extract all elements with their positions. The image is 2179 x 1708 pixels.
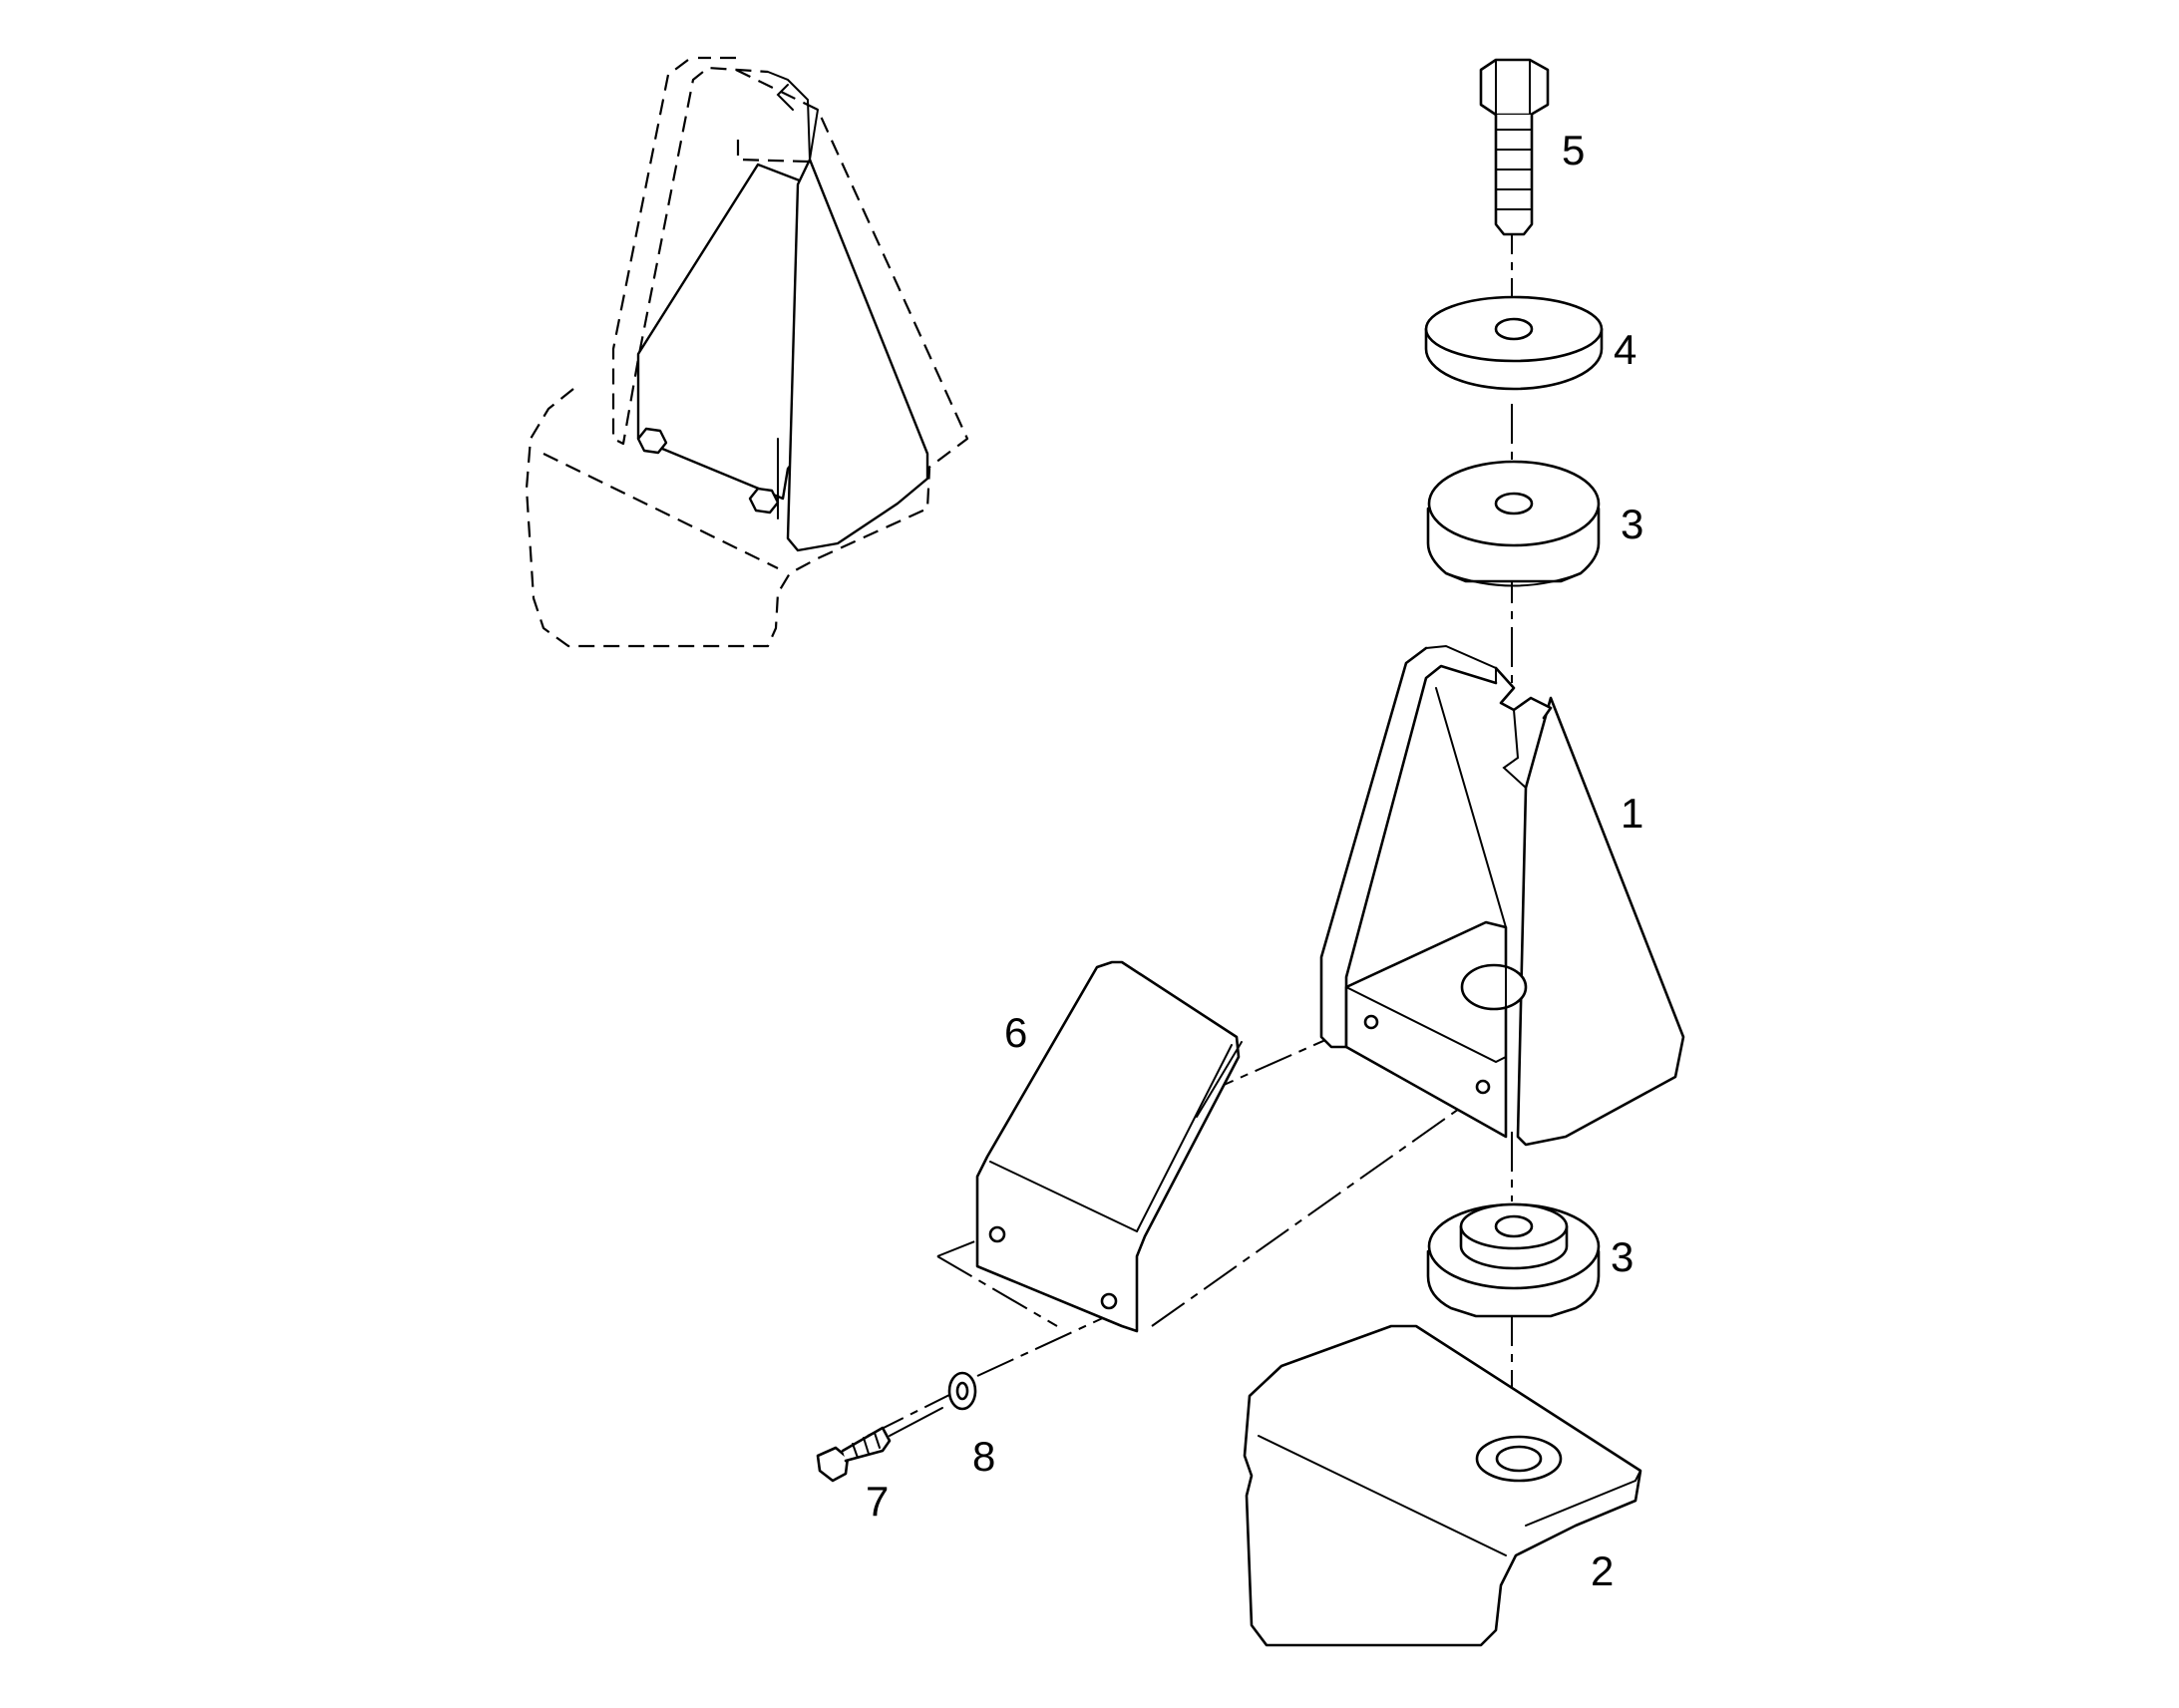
callout-7: 7	[866, 1478, 889, 1525]
small-washer	[947, 1371, 977, 1411]
callout-1: 1	[1621, 790, 1643, 837]
upper-rubber-mount	[1426, 460, 1601, 587]
assembly-axes	[867, 214, 1513, 1456]
screw	[816, 1407, 943, 1483]
callout-6: 6	[1004, 1009, 1027, 1056]
bracket	[1319, 644, 1685, 1147]
callout-labels: 1 2 3 3 4 5 6 7 8	[866, 127, 1643, 1594]
bolt	[1479, 58, 1550, 236]
assembled-view	[525, 56, 969, 648]
base	[1243, 1324, 1642, 1647]
callout-4: 4	[1614, 326, 1636, 373]
callout-2: 2	[1591, 1547, 1614, 1594]
washer	[1424, 295, 1604, 391]
callout-5: 5	[1562, 127, 1585, 173]
cover-plate	[975, 960, 1243, 1333]
lower-rubber-mount	[1426, 1202, 1601, 1318]
callout-3-upper: 3	[1621, 501, 1643, 547]
callout-8: 8	[972, 1433, 995, 1480]
callout-3-lower: 3	[1611, 1233, 1634, 1280]
